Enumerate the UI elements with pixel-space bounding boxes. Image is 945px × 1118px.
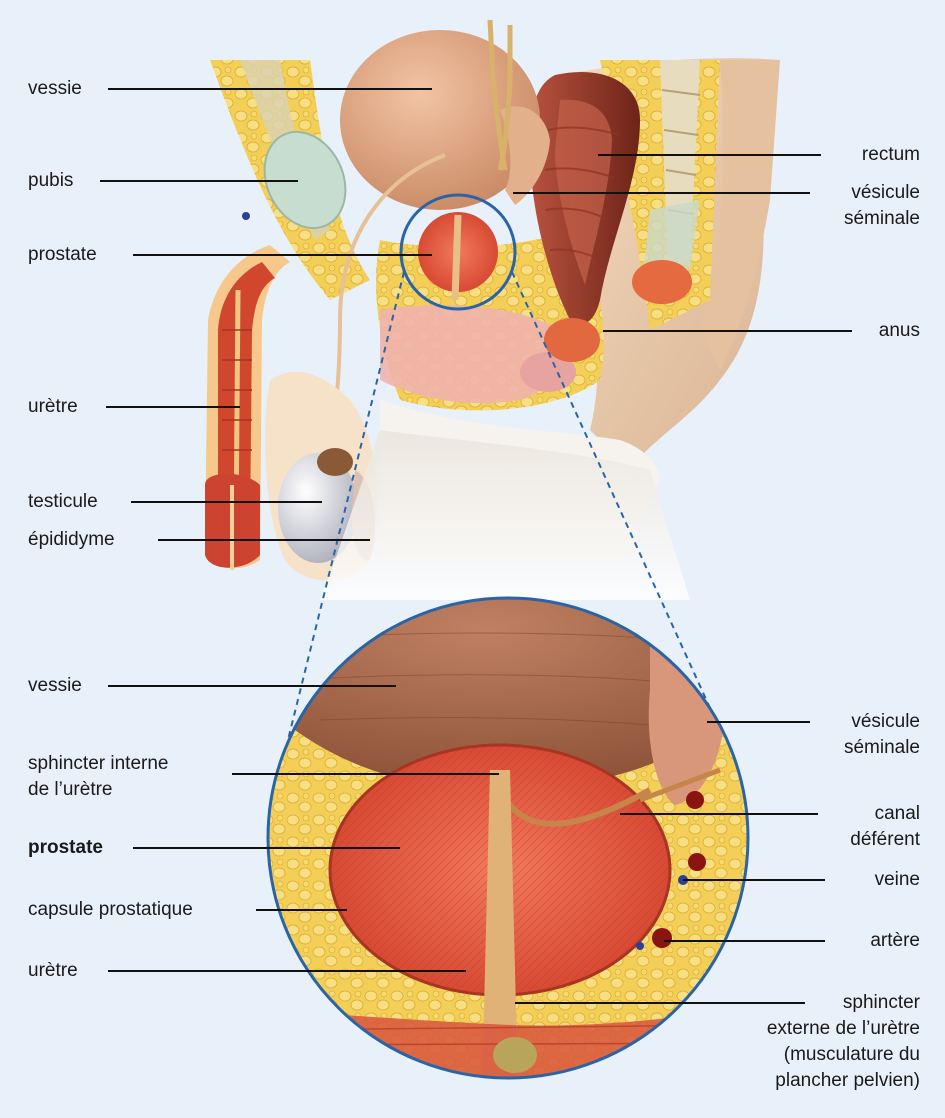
label-artere: artère bbox=[870, 929, 920, 952]
label-uretre-zoom: urètre bbox=[28, 959, 78, 982]
zoom-vessel bbox=[686, 791, 704, 809]
label-vessie: vessie bbox=[28, 77, 82, 100]
label-sphincter-interne-line2: de l’urètre bbox=[28, 778, 113, 801]
label-sphincter-externe-line1: sphincter bbox=[843, 991, 920, 1014]
zoom-detail bbox=[260, 590, 760, 1090]
label-rectum: rectum bbox=[862, 143, 920, 166]
anus-sphincter bbox=[544, 318, 600, 362]
epididymis-head bbox=[317, 448, 353, 476]
label-sphincter-externe-line4: plancher pelvien) bbox=[775, 1069, 920, 1092]
label-sphincter-externe-line2: externe de l’urètre bbox=[767, 1017, 920, 1040]
label-vesicule-line2: séminale bbox=[844, 207, 920, 230]
label-capsule: capsule prostatique bbox=[28, 898, 193, 921]
zoom-vein-small bbox=[636, 942, 644, 950]
label-vesicule-zoom-line2: séminale bbox=[844, 736, 920, 759]
label-prostate-zoom: prostate bbox=[28, 836, 103, 859]
label-vesicule-line1: vésicule bbox=[851, 181, 920, 204]
vessel-dot bbox=[242, 212, 250, 220]
sacral-tissue bbox=[632, 260, 692, 304]
zoom-gland bbox=[493, 1037, 537, 1073]
zoom-artery bbox=[652, 928, 672, 948]
label-canal-line2: déférent bbox=[850, 828, 920, 851]
label-anus: anus bbox=[879, 319, 920, 342]
label-testicule: testicule bbox=[28, 490, 98, 513]
urethra-upper bbox=[455, 215, 458, 300]
label-vesicule-zoom-line1: vésicule bbox=[851, 710, 920, 733]
label-canal-line1: canal bbox=[875, 802, 920, 825]
label-prostate: prostate bbox=[28, 243, 97, 266]
label-sphincter-interne-line1: sphincter interne bbox=[28, 752, 168, 775]
zoom-vessel bbox=[688, 853, 706, 871]
label-vessie-zoom: vessie bbox=[28, 674, 82, 697]
label-uretre: urètre bbox=[28, 395, 78, 418]
label-sphincter-externe-line3: (musculature du bbox=[784, 1043, 920, 1066]
label-pubis: pubis bbox=[28, 169, 73, 192]
label-epididyme: épididyme bbox=[28, 528, 115, 551]
label-veine: veine bbox=[875, 868, 920, 891]
